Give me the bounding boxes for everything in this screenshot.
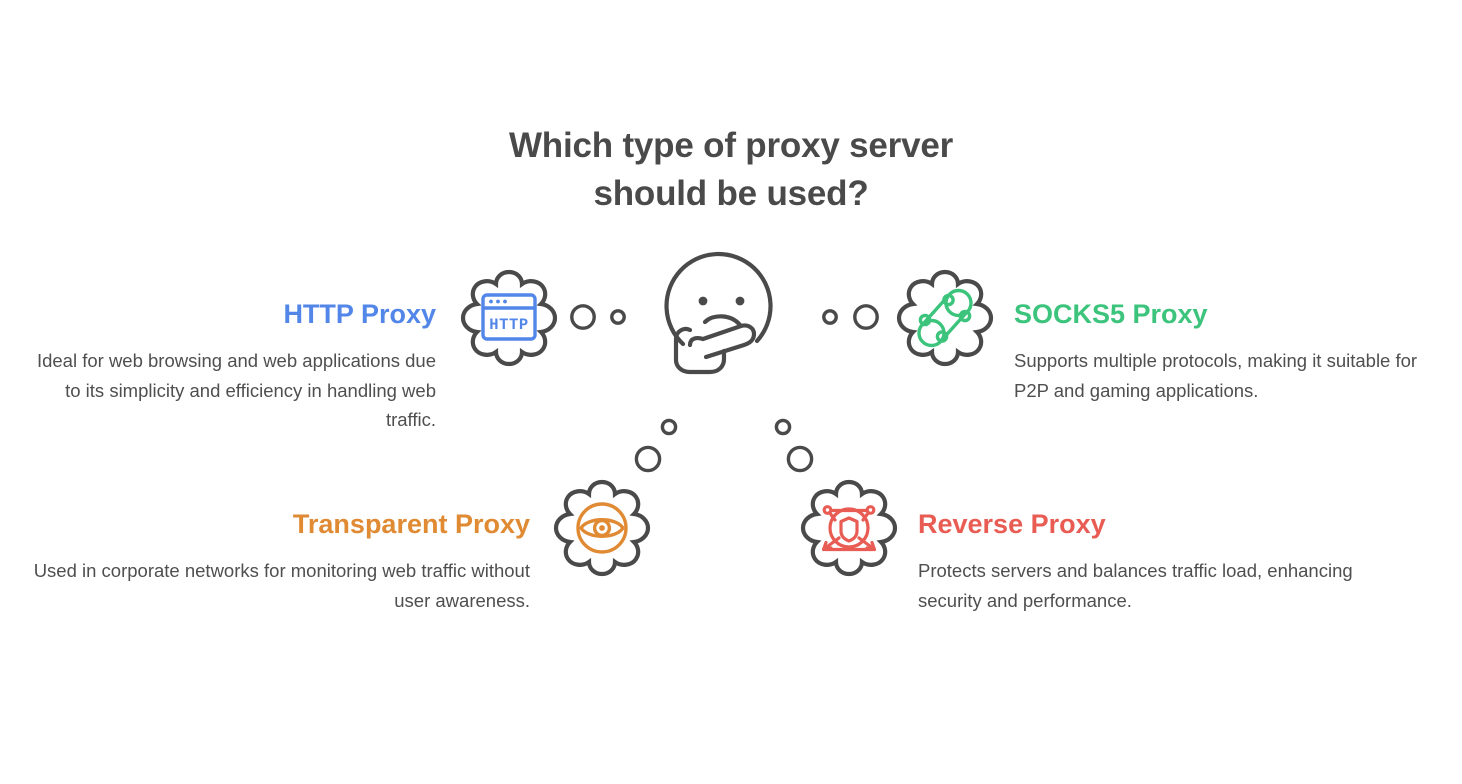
eye-in-circle-icon — [576, 502, 628, 554]
socks5-proxy-bubble — [899, 272, 991, 364]
reverse-proxy-heading: Reverse Proxy — [918, 509, 1106, 539]
cloud-bubble-outline — [556, 482, 648, 574]
browser-window-http-icon: HTTP — [481, 293, 537, 341]
thought-dot-small — [774, 418, 792, 436]
page-title: Which type of proxy server should be use… — [0, 122, 1462, 218]
thought-dot-large — [786, 445, 814, 473]
cloud-bubble-outline — [463, 272, 555, 364]
cloud-bubble-outline — [899, 272, 991, 364]
thought-dots-upper-left — [570, 304, 626, 330]
quadrant-http-proxy: HTTP Proxy Ideal for web browsing and we… — [20, 298, 436, 435]
reverse-proxy-bubble — [803, 482, 895, 574]
thinking-face-icon — [664, 251, 773, 375]
transparent-proxy-heading: Transparent Proxy — [292, 509, 530, 539]
transparent-proxy-description: Used in corporate networks for monitorin… — [33, 560, 530, 611]
network-nodes-icon — [917, 288, 973, 348]
http-icon-label: HTTP — [489, 316, 529, 334]
thought-dot-small — [660, 418, 678, 436]
thought-dots-lower-right — [774, 418, 814, 473]
transparent-proxy-bubble — [556, 482, 648, 574]
socks5-proxy-heading: SOCKS5 Proxy — [1014, 299, 1208, 329]
thought-dot-large — [570, 304, 596, 330]
thought-dot-small — [822, 309, 838, 325]
page-title-line-1: Which type of proxy server — [508, 126, 954, 165]
http-proxy-heading: HTTP Proxy — [283, 299, 436, 329]
thought-dots-upper-right — [822, 304, 879, 330]
cloud-bubble-outline — [803, 482, 895, 574]
quadrant-socks5-proxy: SOCKS5 Proxy Supports multiple protocols… — [1014, 298, 1426, 405]
thought-dot-large — [853, 304, 879, 330]
http-proxy-description: Ideal for web browsing and web applicati… — [36, 350, 436, 430]
thought-dots-lower-left — [634, 418, 678, 473]
quadrant-reverse-proxy: Reverse Proxy Protects servers and balan… — [918, 508, 1388, 615]
page-title-line-2: should be used? — [593, 174, 869, 213]
socks5-proxy-description: Supports multiple protocols, making it s… — [1014, 350, 1418, 401]
reverse-proxy-description: Protects servers and balances traffic lo… — [918, 560, 1353, 611]
thought-dot-small — [610, 309, 626, 325]
http-proxy-bubble: HTTP — [463, 272, 555, 364]
thought-dot-large — [634, 445, 662, 473]
quadrant-transparent-proxy: Transparent Proxy Used in corporate netw… — [30, 508, 530, 615]
shield-with-arrows-icon — [821, 505, 877, 552]
